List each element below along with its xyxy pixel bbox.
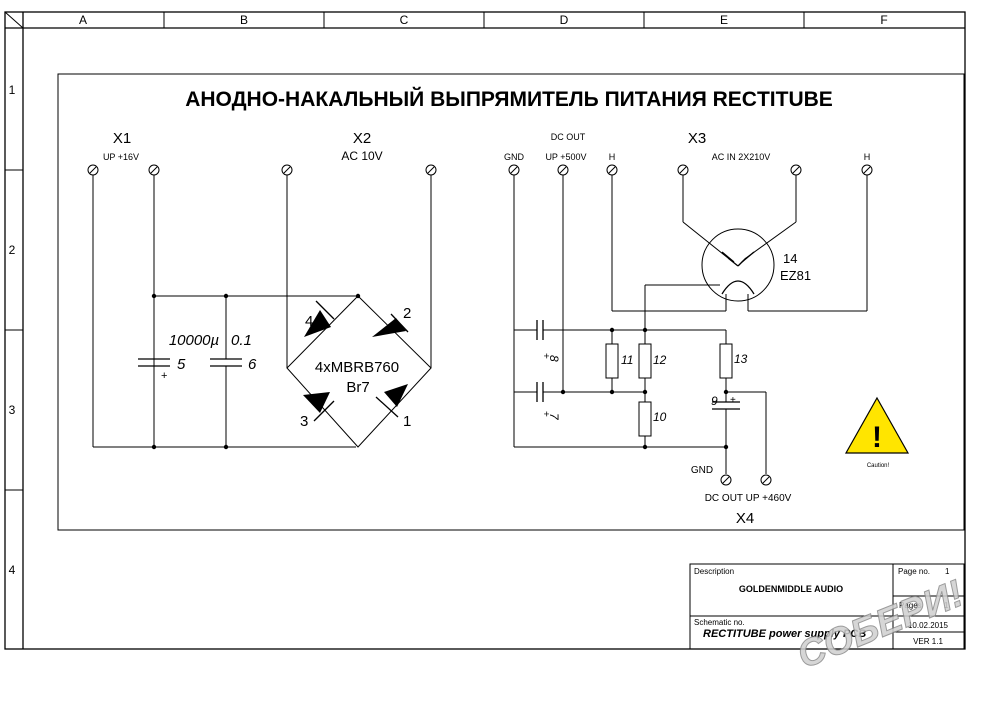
diode-icon xyxy=(303,392,335,422)
connector-x3-name: X3 xyxy=(688,130,706,147)
row-label-1: 1 xyxy=(9,83,16,97)
bridge-type: 4xMBRB760 xyxy=(315,359,399,376)
dc-out-title: DC OUT xyxy=(551,132,586,142)
dc-out-h1: H xyxy=(609,152,616,162)
tube-number: 14 xyxy=(783,251,797,266)
r11-number: 11 xyxy=(621,353,633,367)
c8-number: 8 xyxy=(547,355,561,362)
dc-out-h2: H xyxy=(864,152,871,162)
diode-icon xyxy=(375,384,408,418)
description-label: Description xyxy=(694,567,734,576)
c8-polarity: + xyxy=(540,353,551,359)
page-no-label: Page no. xyxy=(898,567,930,576)
terminal-icon xyxy=(790,164,802,176)
d2-number: 2 xyxy=(403,305,411,322)
warning-caption: Caution! xyxy=(867,463,890,469)
bridge-rectifier xyxy=(286,293,432,448)
c7-number: 7 xyxy=(547,413,561,421)
terminal-icon xyxy=(148,164,160,176)
version-value: VER 1.1 xyxy=(913,637,943,646)
connector-x4: GND DC OUT UP +460V X4 xyxy=(691,465,792,527)
column-label-c: C xyxy=(400,13,409,27)
c5-polarity: + xyxy=(161,370,167,382)
connector-x2-label: AC 10V xyxy=(341,149,382,163)
connector-x4-label: DC OUT UP +460V xyxy=(705,493,792,504)
left-section-wiring xyxy=(92,175,432,450)
column-label-d: D xyxy=(560,13,569,27)
column-label-f: F xyxy=(880,13,887,27)
terminal-icon xyxy=(281,164,293,176)
pages-value: 1 xyxy=(944,601,949,610)
c7-polarity: + xyxy=(540,411,551,417)
c6-number: 6 xyxy=(248,356,257,373)
c5-number: 5 xyxy=(177,356,186,373)
connector-x4-name: X4 xyxy=(736,510,754,527)
connector-x1: X1 UP +16V xyxy=(87,130,160,176)
terminal-icon xyxy=(861,164,873,176)
pages-label: Pages xyxy=(899,601,922,610)
d3-number: 3 xyxy=(300,413,308,430)
column-label-b: B xyxy=(240,13,248,27)
d4-number: 4 xyxy=(305,313,313,330)
diode-icon xyxy=(372,313,409,337)
diode-icon xyxy=(304,300,335,337)
warning-icon: ! Caution! xyxy=(844,396,910,469)
tube-type: EZ81 xyxy=(780,268,811,283)
right-section-wiring xyxy=(513,175,868,474)
connector-x2: X2 AC 10V xyxy=(281,130,437,176)
inner-border xyxy=(57,73,965,531)
d1-number: 1 xyxy=(403,413,411,430)
terminal-icon xyxy=(720,474,732,486)
schematic-label: Schematic no. xyxy=(694,618,745,627)
row-label-2: 2 xyxy=(9,243,16,257)
r12-number: 12 xyxy=(653,353,667,367)
r13-number: 13 xyxy=(734,352,748,366)
terminal-icon xyxy=(87,164,99,176)
date-value: 10.02.2015 xyxy=(908,621,949,630)
drawing-frame: A B C D E F 1 2 3 4 xyxy=(4,11,966,650)
connector-x1-name: X1 xyxy=(113,130,131,147)
c9-number: 9 xyxy=(711,394,718,408)
rectifier-tube-icon xyxy=(701,228,775,311)
terminal-icon xyxy=(677,164,689,176)
column-label-a: A xyxy=(79,13,87,27)
terminal-icon xyxy=(760,474,772,486)
r10-number: 10 xyxy=(653,410,667,424)
title-block: Description GOLDENMIDDLE AUDIO Page no. … xyxy=(689,563,965,650)
page-no-value: 1 xyxy=(945,567,950,576)
bridge-ref: Br7 xyxy=(346,379,369,396)
description-value: GOLDENMIDDLE AUDIO xyxy=(739,584,843,594)
schematic-title: АНОДНО-НАКАЛЬНЫЙ ВЫПРЯМИТЕЛЬ ПИТАНИЯ REC… xyxy=(185,87,833,111)
connector-x3-label: AC IN 2X210V xyxy=(712,152,771,162)
c9-polarity: + xyxy=(730,395,736,406)
schematic-value: RECTITUBE power supply PCB xyxy=(703,628,866,640)
c6-value: 0.1 xyxy=(231,332,252,349)
terminal-icon xyxy=(508,164,520,176)
row-label-4: 4 xyxy=(9,563,16,577)
dc-out-gnd: GND xyxy=(504,152,525,162)
column-label-e: E xyxy=(720,13,728,27)
warning-symbol: ! xyxy=(872,421,882,454)
row-label-3: 3 xyxy=(9,403,16,417)
terminal-icon xyxy=(606,164,618,176)
terminal-icon xyxy=(557,164,569,176)
connector-x2-name: X2 xyxy=(353,130,371,147)
dc-out-up: UP +500V xyxy=(545,152,586,162)
terminal-icon xyxy=(425,164,437,176)
c5-value: 10000µ xyxy=(169,332,219,349)
connector-x1-label: UP +16V xyxy=(103,152,139,162)
connector-x4-gnd: GND xyxy=(691,465,713,476)
connector-x3: X3 AC IN 2X210V xyxy=(677,130,802,176)
